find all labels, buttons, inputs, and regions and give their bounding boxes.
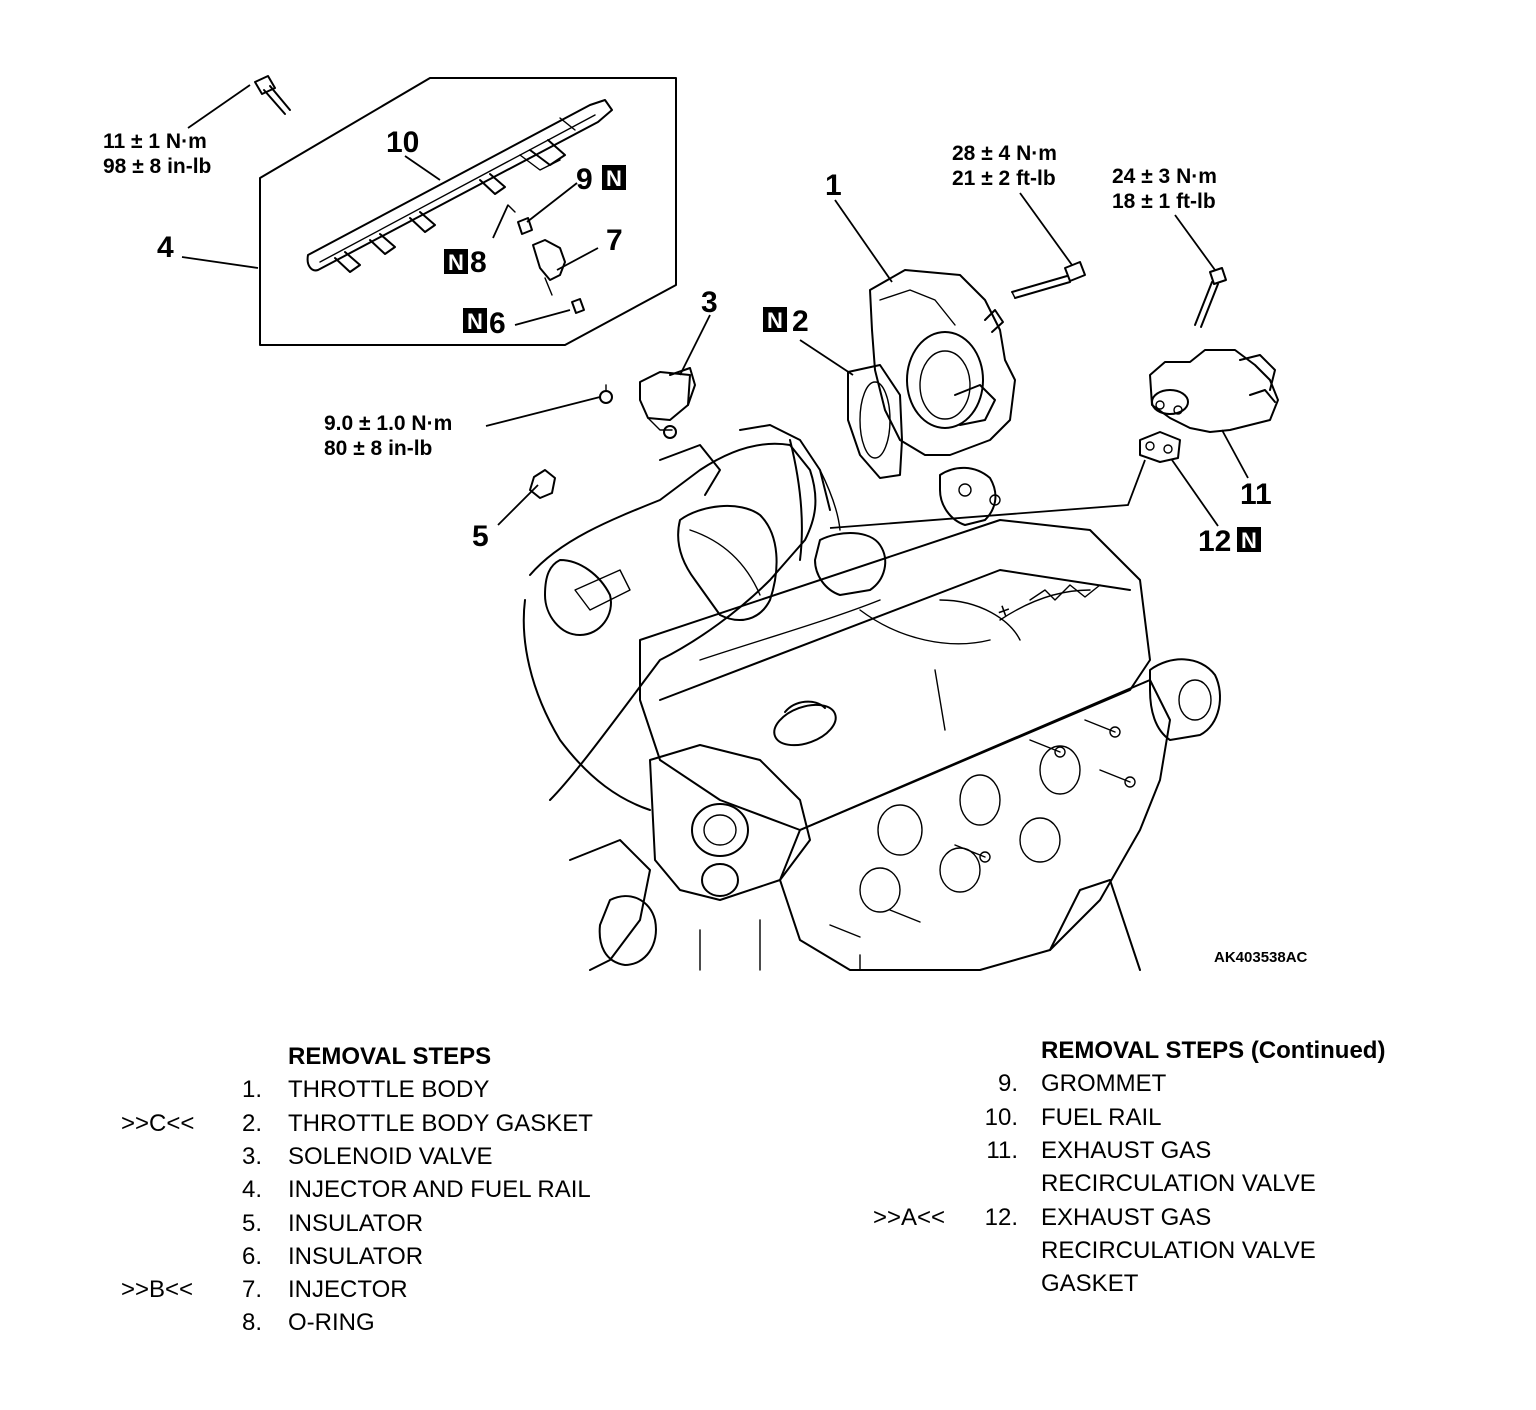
step-text: GROMMET [1041, 1070, 1167, 1098]
new-part-badge-2: N [763, 307, 787, 333]
step-number: 11. [986, 1136, 1018, 1164]
part-label-12: 12 [1198, 525, 1231, 558]
step-text: RECIRCULATION VALVE [1041, 1236, 1316, 1264]
step-reference-mark: >>A<< [873, 1203, 946, 1231]
step-reference-mark: >>B<< [121, 1276, 194, 1304]
egr-valve-gasket [1139, 431, 1181, 463]
step-text: INSULATOR [288, 1209, 424, 1237]
solenoid-valve [639, 367, 696, 439]
throttle-body [869, 269, 1016, 456]
torque-solenoid-line2: 80 ± 8 in-lb [324, 437, 432, 460]
step-number: 5. [241, 1209, 262, 1237]
step-text: EXHAUST GAS [1041, 1203, 1212, 1231]
new-part-badge-6: N [463, 308, 487, 334]
step-number: 8. [241, 1309, 262, 1337]
svg-text:N: N [606, 166, 622, 191]
step-number: 9. [997, 1070, 1018, 1098]
part-label-2: 2 [792, 305, 809, 338]
step-number: 1. [241, 1076, 262, 1104]
insulator-5 [529, 469, 556, 499]
step-text: INJECTOR AND FUEL RAIL [288, 1176, 591, 1204]
svg-text:N: N [767, 308, 783, 333]
step-number: 3. [241, 1142, 262, 1170]
part-label-10: 10 [386, 126, 419, 159]
step-number: 10. [984, 1103, 1018, 1131]
new-part-badge-9: N [602, 165, 626, 191]
throttle-body-gasket [847, 364, 903, 479]
torque-egr-line1: 24 ± 3 N·m [1112, 165, 1217, 188]
torque-throttle-line1: 28 ± 4 N·m [952, 142, 1057, 165]
svg-text:N: N [467, 309, 483, 334]
removal-steps-heading: REMOVAL STEPS [288, 1043, 492, 1070]
part-label-6: 6 [489, 307, 506, 340]
part-label-7: 7 [606, 224, 623, 257]
removal-steps-continued-heading: REMOVAL STEPS (Continued) [1041, 1037, 1386, 1064]
part-label-4: 4 [157, 231, 174, 264]
new-part-badge-12: N [1237, 527, 1261, 553]
step-text: GASKET [1041, 1270, 1139, 1298]
new-part-badges: N N N N N [444, 165, 1261, 553]
svg-text:+: + [993, 597, 1014, 625]
egr-valve [1149, 349, 1279, 433]
step-text: THROTTLE BODY GASKET [288, 1109, 593, 1137]
part-labels: 1 2 3 4 5 6 7 8 9 10 11 12 [157, 126, 1272, 558]
fuel-rail-bolt [254, 75, 291, 115]
part-label-1: 1 [825, 169, 842, 202]
step-text: FUEL RAIL [1041, 1103, 1162, 1131]
exploded-view-diagram: + [103, 75, 1308, 971]
step-number: 2. [241, 1109, 262, 1137]
new-part-badge-8: N [444, 249, 468, 275]
egr-valve-bolt [1194, 267, 1227, 328]
leader-lines [181, 84, 1249, 529]
part-label-5: 5 [472, 520, 489, 553]
removal-steps-left: REMOVAL STEPS 1. THROTTLE BODY >>C<< 2. THRO… [0, 1040, 700, 1350]
torque-fuel-rail-line1: 11 ± 1 N·m [103, 130, 207, 153]
figure-reference: AK403538AC [1214, 949, 1308, 966]
torque-egr-line2: 18 ± 1 ft-lb [1112, 190, 1216, 213]
svg-text:N: N [448, 250, 464, 275]
fuel-rail-assembly-box [259, 77, 677, 346]
torque-throttle-line2: 21 ± 2 ft-lb [952, 167, 1056, 190]
step-number: 6. [241, 1242, 262, 1270]
step-text: SOLENOID VALVE [288, 1142, 493, 1170]
removal-steps-right: REMOVAL STEPS (Continued) 9. GROMMET 10. FU… [860, 1034, 1500, 1334]
engine-illustration: + [522, 424, 1221, 971]
part-label-9: 9 [576, 163, 593, 196]
step-number: 7. [241, 1276, 262, 1304]
part-label-11: 11 [1240, 478, 1272, 511]
svg-text:N: N [1241, 528, 1257, 553]
solenoid-bolt [599, 384, 613, 404]
step-text: O-RING [288, 1309, 375, 1337]
step-number: 4. [241, 1176, 262, 1204]
torque-solenoid-line1: 9.0 ± 1.0 N·m [324, 412, 452, 435]
part-label-3: 3 [701, 286, 718, 319]
step-text: RECIRCULATION VALVE [1041, 1170, 1316, 1198]
torque-specs: 11 ± 1 N·m 98 ± 8 in-lb 28 ± 4 N·m 21 ± … [103, 130, 1217, 460]
throttle-body-bolt [1011, 261, 1086, 299]
step-reference-mark: >>C<< [121, 1109, 195, 1137]
step-number: 12. [984, 1203, 1018, 1231]
step-text: INJECTOR [288, 1276, 408, 1304]
torque-fuel-rail-line2: 98 ± 8 in-lb [103, 155, 211, 178]
step-text: INSULATOR [288, 1242, 424, 1270]
step-text: EXHAUST GAS [1041, 1136, 1212, 1164]
part-label-8: 8 [470, 246, 487, 279]
step-text: THROTTLE BODY [288, 1076, 490, 1104]
